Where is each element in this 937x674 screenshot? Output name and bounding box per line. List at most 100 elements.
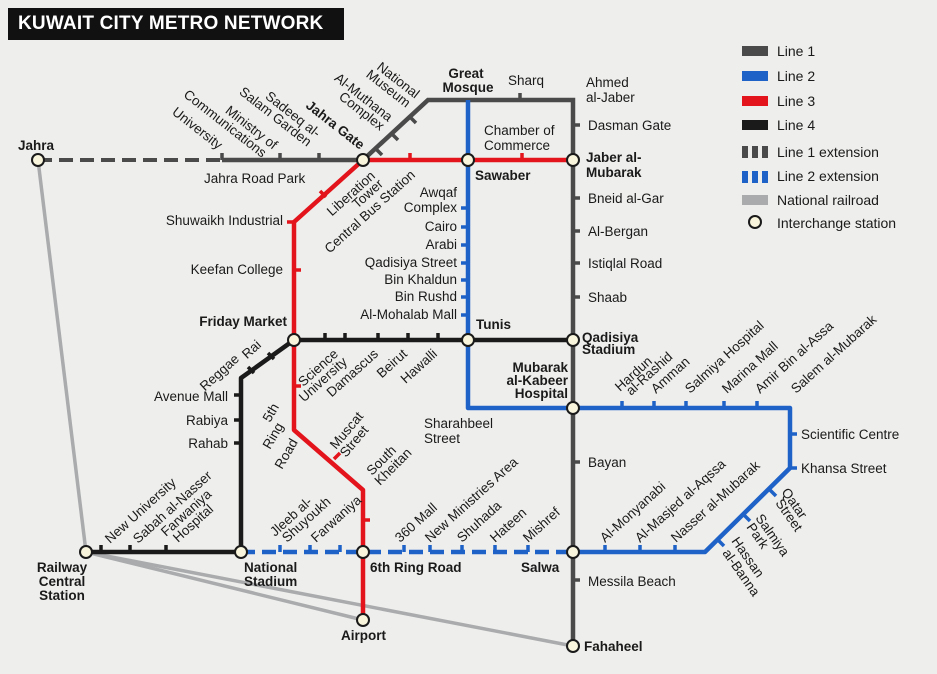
- label-shuwaikh: Shuwaikh Industrial: [166, 213, 283, 228]
- railroad-railway-airport: [84, 550, 365, 622]
- interchange-salwa: [566, 545, 580, 559]
- label-cairo: Cairo: [425, 219, 457, 234]
- label-friday-market: Friday Market: [199, 314, 287, 329]
- label-dasman: Dasman Gate: [588, 118, 671, 133]
- label-jahra-road-park: Jahra Road Park: [204, 171, 306, 186]
- interchange-mubarak-kabeer: [566, 401, 580, 415]
- label-ahmed-2: al-Jaber: [586, 90, 635, 105]
- label-al-mohalab: Al-Mohalab Mall: [360, 307, 457, 322]
- interchange-sixth-ring: [356, 545, 370, 559]
- label-awqaf-1: Awqaf: [420, 185, 458, 200]
- label-jaber-2: Mubarak: [586, 165, 642, 180]
- interchange-airport: [356, 613, 370, 627]
- label-fahaheel: Fahaheel: [584, 639, 643, 654]
- label-avenue-mall: Avenue Mall: [154, 389, 228, 404]
- legend: Line 1 Line 2 Line 3 Line 4 Line 1 exten…: [742, 43, 896, 231]
- label-bayan: Bayan: [588, 455, 626, 470]
- label-mubarak-kabeer-3: Hospital: [515, 386, 568, 401]
- label-airport: Airport: [341, 628, 387, 643]
- legend-line2-ext-swatch: [742, 171, 768, 183]
- legend-line3-label: Line 3: [777, 93, 815, 109]
- label-qadisiya-stadium-2: Stadium: [582, 342, 635, 357]
- legend-interchange-icon: [748, 215, 762, 229]
- line1-main: [222, 97, 576, 646]
- label-fifth-ring-1: 5th: [260, 401, 282, 425]
- label-mishref: Mishref: [520, 504, 563, 545]
- interchange-sawaber: [461, 153, 475, 167]
- interchange-railway-central: [79, 545, 93, 559]
- interchange-jaber: [566, 153, 580, 167]
- label-scientific: Scientific Centre: [801, 427, 899, 442]
- label-bneid: Bneid al-Gar: [588, 191, 664, 206]
- legend-line4-swatch: [742, 120, 768, 130]
- label-mubarak-kabeer-2: al-Kabeer: [506, 373, 568, 388]
- label-sawaber: Sawaber: [475, 168, 531, 183]
- legend-line2-label: Line 2: [777, 68, 815, 84]
- interchange-jahra-gate: [356, 153, 370, 167]
- legend-interchange-label: Interchange station: [777, 215, 896, 231]
- label-jaber-1: Jaber al-: [586, 150, 642, 165]
- label-rahab: Rahab: [188, 436, 228, 451]
- label-chamber-2: Commerce: [484, 138, 550, 153]
- label-sharahbeel-2: Street: [424, 431, 460, 446]
- legend-line2-swatch: [742, 71, 768, 81]
- legend-line1-label: Line 1: [777, 43, 815, 59]
- label-qadisiya-stadium-1: Qadisiya: [582, 330, 639, 345]
- legend-railroad-label: National railroad: [777, 192, 879, 208]
- legend-line1-ext-label: Line 1 extension: [777, 144, 879, 160]
- title-banner: [8, 8, 344, 40]
- label-sixth-ring: 6th Ring Road: [370, 560, 462, 575]
- interchange-stations: [31, 153, 580, 653]
- label-istiqlal: Istiqlal Road: [588, 256, 662, 271]
- railroad-railway-fahaheel: [84, 550, 575, 648]
- line2-main: [465, 100, 793, 555]
- label-chamber-1: Chamber of: [484, 123, 555, 138]
- railroad-lines: [36, 158, 575, 648]
- label-great-mosque-2: Mosque: [442, 80, 493, 95]
- label-awqaf-2: Complex: [404, 200, 458, 215]
- legend-line1-ext-swatch: [742, 146, 768, 158]
- label-keefan: Keefan College: [191, 262, 283, 277]
- label-messila: Messila Beach: [588, 574, 676, 589]
- legend-line4-label: Line 4: [777, 117, 815, 133]
- label-khansa: Khansa Street: [801, 461, 887, 476]
- label-qadisiya-street: Qadisiya Street: [365, 255, 458, 270]
- label-bin-khaldun: Bin Khaldun: [384, 272, 457, 287]
- label-shaab: Shaab: [588, 290, 627, 305]
- legend-line1-swatch: [742, 46, 768, 56]
- label-sharq: Sharq: [508, 73, 544, 88]
- legend-railroad-swatch: [742, 195, 768, 205]
- label-jahra: Jahra: [18, 138, 55, 153]
- label-rai: Rai: [239, 337, 264, 362]
- interchange-fahaheel: [566, 639, 580, 653]
- station-ticks: [99, 93, 797, 582]
- label-rabiya: Rabiya: [186, 413, 229, 428]
- label-railway-2: Central: [39, 574, 86, 589]
- label-railway-1: Railway: [37, 560, 88, 575]
- legend-line2-ext-label: Line 2 extension: [777, 168, 879, 184]
- interchange-jahra: [31, 153, 45, 167]
- interchange-tunis: [461, 333, 475, 347]
- interchange-friday-market: [287, 333, 301, 347]
- label-national-stadium-1: National: [244, 560, 297, 575]
- label-arabi: Arabi: [425, 237, 457, 252]
- railroad-jahra-railway: [36, 158, 88, 554]
- label-bin-rushd: Bin Rushd: [395, 289, 457, 304]
- label-salwa: Salwa: [521, 560, 560, 575]
- label-reggae: Reggae: [197, 351, 242, 394]
- label-national-stadium-2: Stadium: [244, 574, 297, 589]
- label-sharahbeel-1: Sharahbeel: [424, 416, 493, 431]
- interchange-national-stadium: [234, 545, 248, 559]
- label-ahmed-1: Ahmed: [586, 75, 629, 90]
- label-tunis: Tunis: [476, 317, 511, 332]
- interchange-qadisiya-stadium: [566, 333, 580, 347]
- line3-main: [291, 157, 573, 620]
- legend-line3-swatch: [742, 96, 768, 106]
- line4-main: [86, 337, 573, 555]
- label-mubarak-kabeer-1: Mubarak: [512, 360, 568, 375]
- label-railway-3: Station: [39, 588, 85, 603]
- map-title: KUWAIT CITY METRO NETWORK: [18, 13, 324, 34]
- label-al-bergan: Al-Bergan: [588, 224, 648, 239]
- label-great-mosque-1: Great: [448, 66, 484, 81]
